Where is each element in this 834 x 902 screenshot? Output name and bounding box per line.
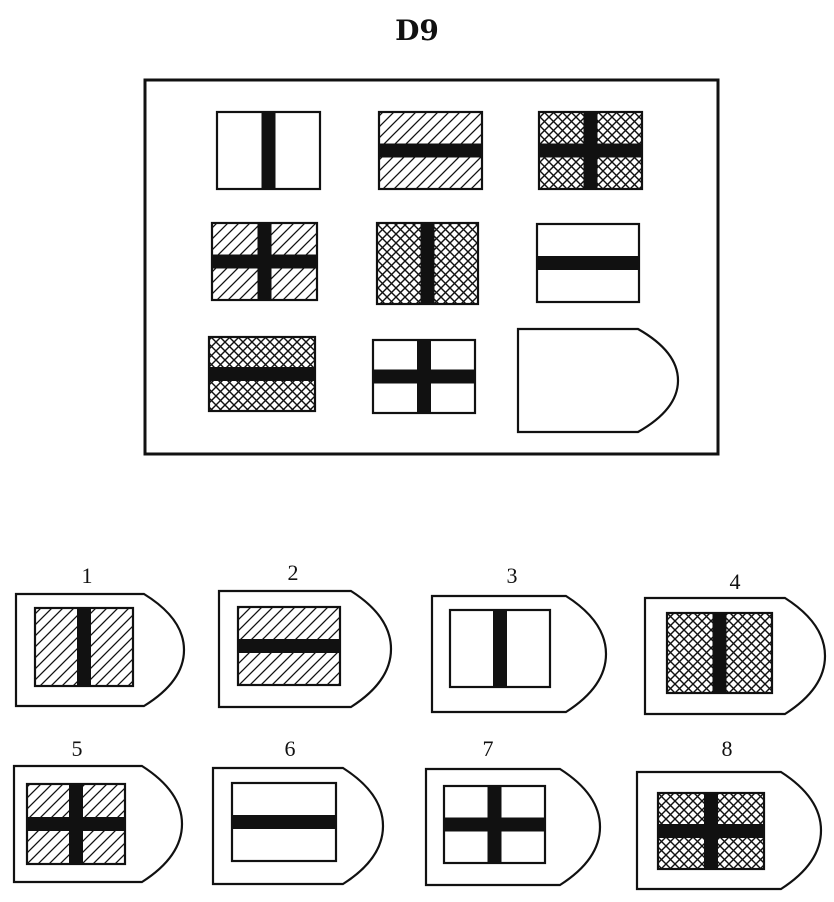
matrix-cell-1 xyxy=(215,110,322,191)
horizontal-bar xyxy=(232,815,336,829)
vertical-bar xyxy=(712,613,727,693)
vertical-bar xyxy=(77,608,91,686)
matrix-cell-2 xyxy=(377,110,484,191)
option-number-1: 1 xyxy=(82,563,93,588)
empty-answer-slot xyxy=(516,327,680,434)
horizontal-bar xyxy=(379,143,482,158)
vertical-bar xyxy=(420,223,435,304)
answer-option-7[interactable] xyxy=(424,767,602,887)
option-number-4: 4 xyxy=(730,569,741,594)
horizontal-bar xyxy=(444,817,545,832)
matrix-cell-5 xyxy=(375,221,480,306)
option-number-6: 6 xyxy=(285,736,296,761)
matrix-cell-4 xyxy=(210,221,319,302)
answer-option-4[interactable] xyxy=(643,596,827,716)
answer-option-5[interactable] xyxy=(12,764,184,884)
matrix-missing-slot xyxy=(516,327,680,434)
horizontal-bar xyxy=(539,143,642,158)
answer-option-3[interactable] xyxy=(430,594,608,714)
horizontal-bar xyxy=(658,824,764,838)
option-number-3: 3 xyxy=(507,563,518,588)
matrix-cell-3 xyxy=(537,110,644,191)
matrix-cell-7 xyxy=(207,335,317,413)
answer-option-1[interactable] xyxy=(14,592,186,708)
option-number-7: 7 xyxy=(483,736,494,761)
matrix-cell-6 xyxy=(535,222,641,304)
puzzle-title: D9 xyxy=(395,14,439,47)
option-number-8: 8 xyxy=(722,736,733,761)
answer-option-8[interactable] xyxy=(635,770,823,891)
horizontal-bar xyxy=(373,369,475,384)
option-number-5: 5 xyxy=(72,736,83,761)
matrix-frame xyxy=(143,78,720,456)
horizontal-bar xyxy=(212,254,317,269)
horizontal-bar xyxy=(238,639,340,653)
answer-option-6[interactable] xyxy=(211,766,385,886)
horizontal-bar xyxy=(27,817,125,831)
matrix-cell-8 xyxy=(371,338,477,415)
vertical-bar xyxy=(493,610,507,687)
horizontal-bar xyxy=(209,367,315,381)
option-number-2: 2 xyxy=(288,560,299,585)
horizontal-bar xyxy=(537,256,639,270)
vertical-bar xyxy=(261,112,276,189)
answer-option-2[interactable] xyxy=(217,589,393,709)
